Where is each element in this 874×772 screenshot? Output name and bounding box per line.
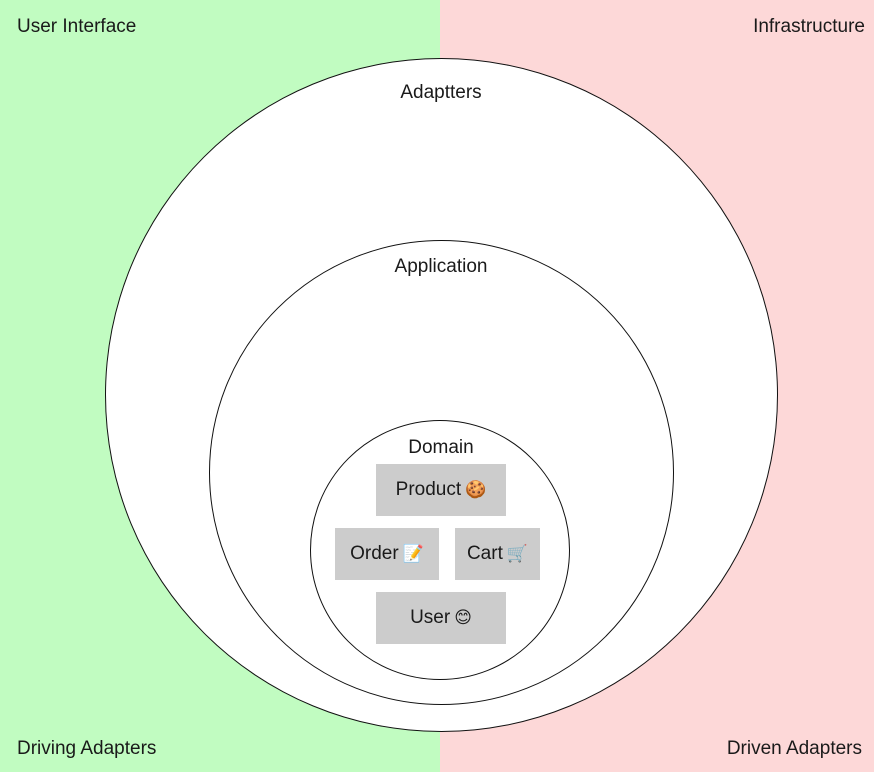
order-entity-box: Order 📝 (335, 528, 439, 580)
product-entity-label: Product (395, 479, 462, 500)
domain-layer-label: Domain (408, 437, 474, 458)
user-interface-label: User Interface (17, 16, 137, 37)
shopping-cart-icon: 🛒 (506, 544, 529, 564)
user-entity-label: User (410, 607, 451, 628)
adapters-layer-label: Adaptters (400, 82, 482, 103)
smiling-face-icon: 😊 (454, 608, 472, 628)
product-entity-box: Product 🍪 (376, 464, 506, 516)
infrastructure-label: Infrastructure (753, 16, 865, 37)
cookie-icon: 🍪 (465, 480, 487, 500)
driving-adapters-label: Driving Adapters (17, 738, 157, 759)
user-entity-box: User 😊 (376, 592, 506, 644)
driven-adapters-label: Driven Adapters (726, 738, 862, 759)
application-layer-label: Application (394, 256, 488, 277)
order-entity-label: Order (350, 543, 399, 564)
memo-icon: 📝 (402, 544, 424, 564)
cart-entity-box: Cart 🛒 (455, 528, 540, 580)
cart-entity-label: Cart (466, 543, 503, 564)
